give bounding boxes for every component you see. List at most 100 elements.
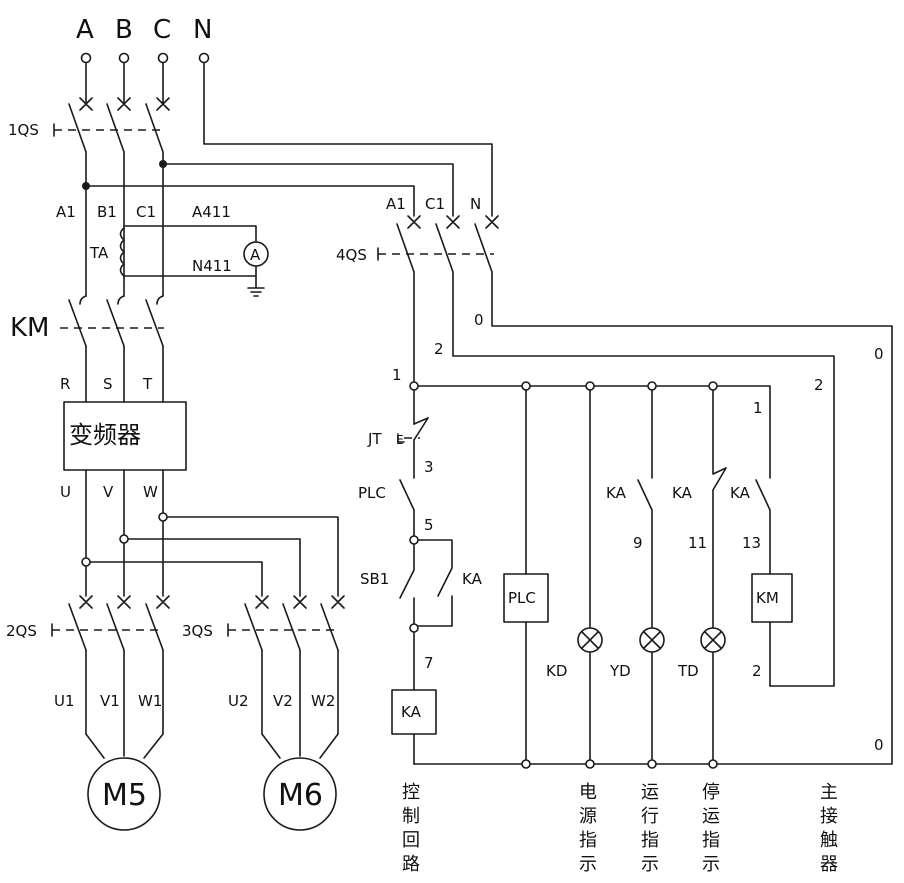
sb1-label: SB1: [360, 570, 389, 588]
node-a411: A411: [192, 203, 231, 221]
wire-3: 3: [424, 458, 434, 476]
wire-2-right: 2: [814, 376, 824, 394]
plc-box-label: PLC: [508, 589, 536, 607]
svg-text:示: 示: [702, 854, 720, 875]
phase-c-label: C: [153, 15, 171, 45]
svg-text:运: 运: [641, 782, 659, 803]
svg-text:器: 器: [820, 854, 838, 875]
svg-text:制: 制: [402, 806, 420, 827]
vfd-label: 变频器: [69, 421, 141, 449]
ka-contact-label: KA: [462, 570, 483, 588]
svg-text:停: 停: [702, 782, 720, 803]
node-a1: A1: [56, 203, 76, 221]
svg-text:指: 指: [702, 830, 720, 851]
svg-text:指: 指: [641, 830, 659, 851]
jt-e-label: E: [396, 433, 404, 447]
svg-text:行: 行: [641, 806, 659, 827]
ammeter-label: A: [250, 246, 261, 264]
control-bus-1: [413, 385, 771, 479]
motor-m6-u: U2: [228, 692, 249, 710]
motor-m6-w: W2: [311, 692, 335, 710]
neutral-wire: [203, 62, 493, 217]
motor-m6-v: V2: [273, 692, 293, 710]
ta-label: TA: [89, 244, 109, 262]
breaker-1qs: [53, 62, 170, 227]
td-label: TD: [677, 662, 699, 680]
svg-text:电: 电: [579, 782, 597, 803]
km-coil-box: [751, 573, 793, 623]
motor-m6: [263, 757, 337, 831]
motor-m5-w: W1: [138, 692, 162, 710]
run-indicator-branch: [637, 389, 653, 765]
breaker-2qs-label: 2QS: [6, 622, 37, 640]
kd-label: KD: [546, 662, 567, 680]
a-phase-tap-wire: [85, 185, 415, 217]
control-loop-branch: [397, 389, 453, 765]
wire-0-right: 0: [874, 345, 884, 363]
motor-m5-v: V1: [100, 692, 120, 710]
breaker-3qs: [227, 595, 345, 759]
phase-a-label: A: [76, 15, 94, 45]
breaker-1qs-label: 1QS: [8, 121, 39, 139]
bus-0-junctions: [521, 759, 718, 769]
main-contactor-branch: [755, 479, 771, 687]
wire-13: 13: [742, 534, 761, 552]
vfd-out-w: W: [143, 483, 158, 501]
wire-7: 7: [424, 654, 434, 672]
svg-text:接: 接: [820, 806, 838, 827]
vfd-in-t: T: [142, 375, 153, 393]
motor-m6-label: M6: [278, 778, 323, 813]
contactor-label: KM: [10, 313, 49, 343]
section-main-contactor: 主 接 触 器: [820, 782, 838, 875]
yd-label: YD: [609, 662, 631, 680]
incoming-terminals: [80, 52, 210, 64]
ka-coil-label: KA: [401, 703, 422, 721]
node-a1-right: A1: [386, 195, 406, 213]
svg-text:控: 控: [402, 782, 420, 803]
junction-7: [409, 623, 419, 633]
phase-b-label: B: [115, 15, 133, 45]
phase-n-label: N: [193, 15, 212, 45]
node-c1: C1: [136, 203, 156, 221]
section-run-indicator: 运 行 指 示: [641, 782, 659, 875]
section-stop-indicator: 停 运 指 示: [702, 782, 720, 875]
vfd-box: [63, 401, 187, 471]
junction-5: [409, 535, 419, 545]
u-junction: [81, 557, 91, 567]
wire-1: 1: [392, 366, 402, 384]
km-coil-label: KM: [756, 589, 779, 607]
c-phase-tap-wire: [162, 163, 454, 217]
ka-coil-box: [391, 689, 437, 735]
svg-text:源: 源: [579, 806, 597, 827]
svg-text:主: 主: [820, 782, 838, 803]
vfd-out-v: V: [103, 483, 114, 501]
svg-text:回: 回: [402, 830, 420, 851]
wire-2-bottom: 2: [752, 662, 762, 680]
node-n411: N411: [192, 257, 232, 275]
wire-5: 5: [424, 516, 434, 534]
wire-2-top: 2: [434, 340, 444, 358]
power-indicator-lamp: [577, 627, 603, 653]
svg-text:触: 触: [820, 830, 838, 851]
ka-main-label: KA: [730, 484, 751, 502]
motor-m5-u: U1: [54, 692, 75, 710]
svg-text:运: 运: [702, 806, 720, 827]
breaker-4qs-label: 4QS: [336, 246, 367, 264]
ammeter: [243, 241, 269, 267]
node-b1: B1: [97, 203, 117, 221]
section-power-indicator: 电 源 指 示: [579, 782, 597, 875]
run-indicator-lamp: [639, 627, 665, 653]
bus-1-junctions: [409, 381, 718, 391]
c-phase-junction: [159, 160, 167, 168]
current-transformer: [119, 225, 265, 297]
w-junction: [158, 512, 168, 522]
stop-indicator-lamp: [700, 627, 726, 653]
breaker-4qs: [377, 215, 893, 765]
stop-indicator-branch: [712, 389, 727, 765]
v-junction: [119, 534, 129, 544]
breaker-2qs: [51, 595, 170, 759]
breaker-3qs-label: 3QS: [182, 622, 213, 640]
vfd-out-u: U: [60, 483, 71, 501]
svg-text:示: 示: [579, 854, 597, 875]
